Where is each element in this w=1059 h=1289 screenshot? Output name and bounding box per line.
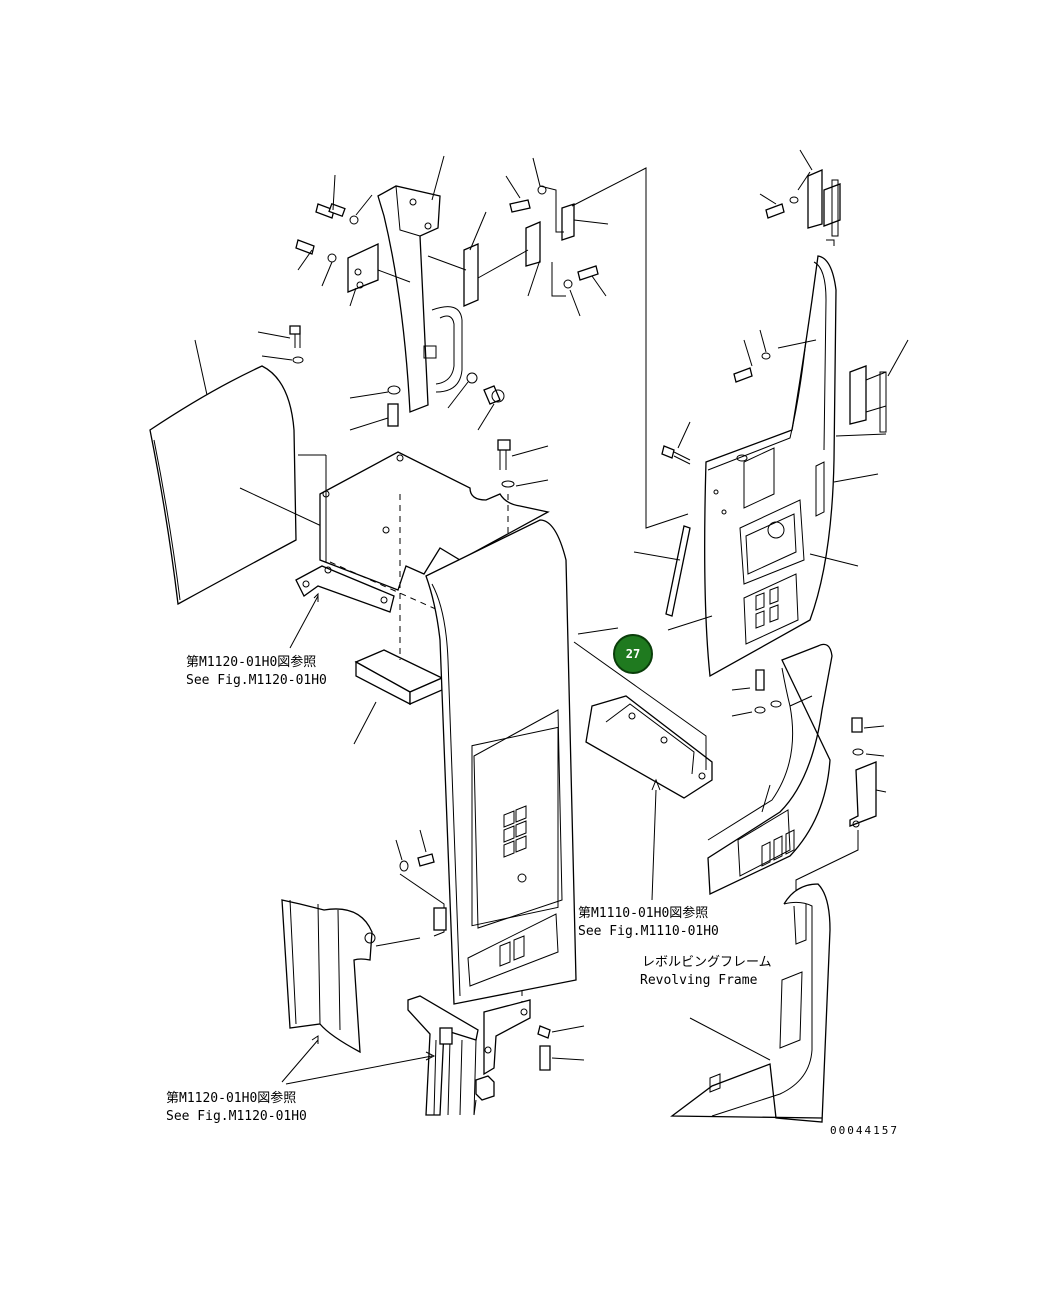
revolving-frame-en: Revolving Frame (640, 973, 758, 988)
drawing-number: 00044157 (830, 1124, 899, 1137)
upper-pillar-bracket (347, 185, 575, 413)
callout-number[interactable]: 27 (626, 647, 640, 661)
part-callout-27[interactable]: 27 (613, 634, 653, 674)
center-side-cover (425, 519, 619, 1005)
lower-left-frame (281, 899, 421, 1054)
rubber-block (353, 649, 444, 745)
lower-center-post (407, 995, 531, 1116)
reference-en: See Fig.M1110-01H0 (578, 924, 719, 939)
reference-en: See Fig.M1120-01H0 (186, 673, 327, 688)
reference-label-1: 第M1120-01H0図参照 See Fig.M1120-01H0 (186, 654, 327, 688)
right-lower-frame (707, 643, 887, 938)
revolving-frame-label: レボルビングフレーム Revolving Frame (640, 955, 772, 988)
lower-left-bracket (295, 565, 395, 613)
reference-en: See Fig.M1120-01H0 (166, 1109, 307, 1124)
reference-jp: 第M1110-01H0図参照 (578, 905, 708, 921)
reference-label-2: 第M1110-01H0図参照 See Fig.M1110-01H0 (578, 905, 719, 939)
reference-jp: 第M1120-01H0図参照 (186, 654, 316, 670)
revolving-frame (670, 883, 831, 1123)
leader-lines-upper (257, 155, 689, 529)
bolts-upper-left (289, 185, 599, 488)
right-hinges (661, 149, 909, 465)
right-side-door (704, 255, 879, 678)
bolts-center (395, 829, 585, 1071)
revolving-frame-jp: レボルビングフレーム (642, 955, 772, 970)
center-mount-bracket (573, 641, 713, 901)
reference-label-3: 第M1120-01H0図参照 See Fig.M1120-01H0 (166, 1090, 307, 1124)
left-curved-cover (149, 339, 331, 606)
reference-jp: 第M1120-01H0図参照 (166, 1090, 296, 1106)
top-cover-plate (298, 451, 550, 591)
gas-damper-rod (633, 525, 713, 631)
reference-arrows (281, 592, 436, 1085)
callout-marker[interactable] (613, 634, 653, 674)
